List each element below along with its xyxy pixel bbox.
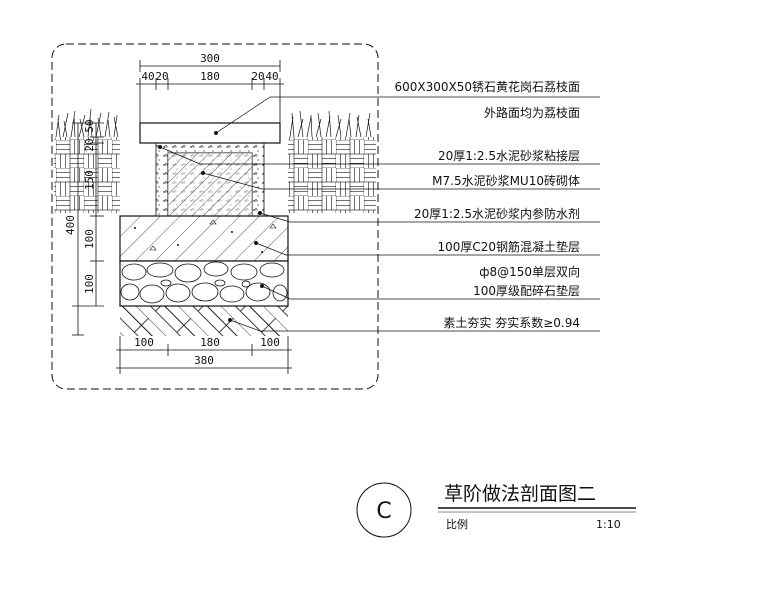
- note-compacted-soil: 素土夯实 夯实系数≥0.94: [443, 315, 580, 330]
- dim-left-4: 100: [83, 274, 96, 294]
- dim-bottom-1: 180: [200, 336, 220, 349]
- dim-top-0: 40: [141, 70, 154, 83]
- leader-lines: [158, 96, 600, 332]
- bottom-dimensions: [116, 336, 292, 374]
- left-dimensions: [72, 122, 104, 336]
- note-gravel-cushion: 100厚级配碎石垫层: [473, 283, 580, 298]
- dim-top-2: 180: [200, 70, 220, 83]
- note-bonding-layer: 20厚1:2.5水泥砂浆粘接层: [438, 148, 580, 163]
- dim-top-1: 20: [155, 70, 168, 83]
- ground-right: [288, 137, 376, 213]
- note-concrete-cushion: 100厚C20钢筋混凝土垫层: [437, 239, 580, 254]
- detail-boundary: [51, 43, 379, 390]
- top-dimensions: [136, 60, 284, 123]
- note-waterproof-mortar: 20厚1:2.5水泥砂浆内参防水剂: [414, 206, 580, 221]
- scale-value: 1:10: [596, 518, 621, 531]
- section-symbol: C: [376, 499, 391, 524]
- dim-left-total: 400: [64, 215, 77, 235]
- dim-top-3: 20: [251, 70, 264, 83]
- note-reinforcement: ф8@150单层双向: [479, 264, 580, 279]
- compacted-soil: [120, 306, 288, 336]
- concrete-base: [119, 215, 289, 262]
- dim-left-3: 100: [83, 229, 96, 249]
- scale-label: 比例: [446, 517, 468, 531]
- stone-slab: [139, 122, 281, 144]
- gravel-stones: [120, 261, 288, 304]
- note-paving-finish: 外路面均为荔枝面: [484, 105, 580, 120]
- dim-left-2: 150: [83, 170, 96, 190]
- dim-bottom-total: 380: [194, 354, 214, 367]
- dim-bottom-2: 100: [260, 336, 280, 349]
- ground-left: [54, 137, 120, 213]
- dim-top-total: 300: [200, 52, 220, 65]
- dim-left-1: 50: [83, 119, 96, 132]
- note-brick-masonry: M7.5水泥砂浆MU10砖砌体: [432, 173, 580, 188]
- dim-bottom-0: 100: [134, 336, 154, 349]
- dim-top-4: 40: [265, 70, 278, 83]
- dim-left-0: 20: [83, 138, 96, 151]
- note-stone-slab: 600X300X50锈石黄花岗石荔枝面: [394, 79, 580, 94]
- grass-right: [289, 110, 372, 138]
- section-symbol-circle: [356, 482, 412, 538]
- drawing-title: 草阶做法剖面图二: [444, 483, 596, 505]
